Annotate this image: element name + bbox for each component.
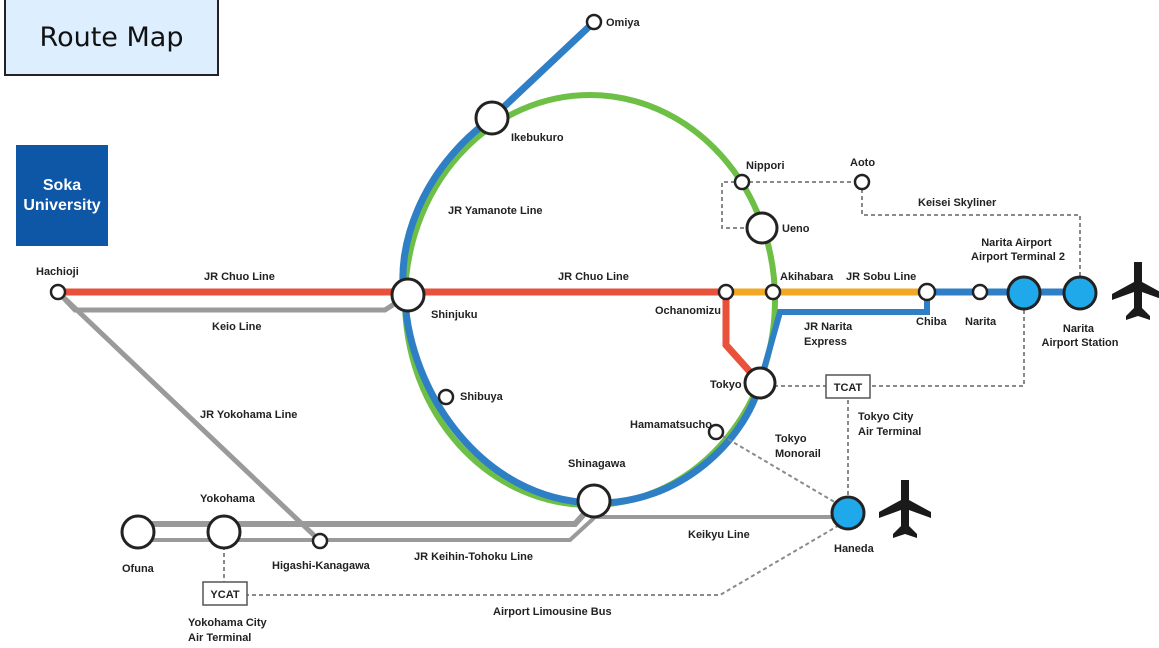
- station-hamamatsucho[interactable]: [707, 423, 725, 441]
- label-jr-narita-express: JR Narita Express: [804, 321, 855, 348]
- label-ycat-name: Yokohama City Air Terminal: [188, 617, 270, 644]
- station-tokyo[interactable]: [743, 366, 777, 400]
- label-jr-chuo-east: JR Chuo Line: [558, 271, 629, 283]
- station-ikebukuro[interactable]: [474, 100, 510, 136]
- ycat-box: [202, 581, 248, 606]
- label-shinjuku: Shinjuku: [431, 309, 477, 321]
- label-narita-station: Narita Airport Station: [1042, 323, 1119, 349]
- label-haneda: Haneda: [834, 543, 875, 555]
- station-higashi-kanagawa[interactable]: [311, 532, 329, 550]
- soka-university-box: Soka University: [16, 145, 108, 246]
- station-ochanomizu[interactable]: [717, 283, 735, 301]
- label-ofuna: Ofuna: [122, 563, 155, 575]
- keihin-tohoku-west-path: [138, 500, 597, 527]
- label-narita-t2-line2: Airport Terminal 2: [971, 251, 1065, 263]
- yamanote-line-loop: [402, 92, 778, 508]
- station-narita-airport[interactable]: [1062, 275, 1098, 311]
- map-title: Route Map: [4, 0, 219, 76]
- station-omiya[interactable]: [585, 13, 603, 31]
- label-narita-t2-line1: Narita Airport: [981, 237, 1052, 249]
- station-narita[interactable]: [971, 283, 989, 301]
- station-haneda[interactable]: [830, 495, 866, 531]
- station-ueno[interactable]: [745, 211, 779, 245]
- station-labels: Omiya Ikebukuro Nippori Aoto Ueno Hachio…: [36, 17, 1119, 575]
- station-ofuna[interactable]: [120, 514, 156, 550]
- label-ueno: Ueno: [782, 223, 810, 235]
- jr-yokohama-line-path: [56, 290, 322, 543]
- ycat-box-label: YCAT: [210, 589, 239, 601]
- label-narita-t2: Narita Airport Airport Terminal 2: [971, 237, 1065, 263]
- label-keio: Keio Line: [212, 321, 262, 333]
- station-shinjuku[interactable]: [390, 277, 426, 313]
- label-hachioji: Hachioji: [36, 266, 79, 278]
- keihin-tohoku-lower-path: [138, 516, 596, 542]
- dashed-connectors: [223, 181, 1081, 596]
- airplane-icon-haneda: [879, 480, 931, 538]
- label-ikebukuro: Ikebukuro: [511, 132, 564, 144]
- label-aoto: Aoto: [850, 157, 875, 169]
- label-yokohama: Yokohama: [200, 493, 256, 505]
- label-higashi-kanagawa: Higashi-Kanagawa: [272, 560, 371, 572]
- label-jr-sobu: JR Sobu Line: [846, 271, 916, 283]
- station-nippori[interactable]: [733, 173, 751, 191]
- stations: [49, 13, 1098, 550]
- label-jr-yamanote: JR Yamanote Line: [448, 205, 543, 217]
- label-airport-limousine: Airport Limousine Bus: [493, 606, 612, 618]
- station-akihabara[interactable]: [764, 283, 782, 301]
- label-tokyo-monorail: Tokyo Monorail: [775, 433, 821, 460]
- label-akihabara: Akihabara: [780, 271, 834, 283]
- tcat-box-label: TCAT: [834, 382, 863, 394]
- label-narita: Narita: [965, 316, 997, 328]
- keihin-tohoku-blue-path: [399, 19, 764, 507]
- label-nippori: Nippori: [746, 160, 785, 172]
- label-tokyo: Tokyo: [710, 379, 742, 391]
- label-jr-keihin-tohoku: JR Keihin-Tohoku Line: [414, 551, 533, 563]
- station-narita-t2[interactable]: [1006, 275, 1042, 311]
- narita-express-path: [757, 292, 930, 384]
- label-shinagawa: Shinagawa: [568, 458, 626, 470]
- station-yokohama[interactable]: [206, 514, 242, 550]
- station-shibuya[interactable]: [437, 388, 455, 406]
- label-ochanomizu: Ochanomizu: [655, 305, 721, 317]
- label-omiya: Omiya: [606, 17, 641, 29]
- tcat-box: [825, 374, 871, 399]
- label-jr-yokohama: JR Yokohama Line: [200, 409, 297, 421]
- label-keisei-skyliner: Keisei Skyliner: [918, 197, 997, 209]
- label-keikyu: Keikyu Line: [688, 529, 750, 541]
- label-tcat-name: Tokyo City Air Terminal: [858, 411, 921, 438]
- label-shibuya: Shibuya: [460, 391, 504, 403]
- line-labels: JR Yamanote Line JR Chuo Line JR Chuo Li…: [188, 197, 997, 644]
- station-chiba[interactable]: [917, 282, 937, 302]
- label-jr-chuo-west: JR Chuo Line: [204, 271, 275, 283]
- station-hachioji[interactable]: [49, 283, 67, 301]
- station-aoto[interactable]: [853, 173, 871, 191]
- airplane-icon-narita: [1112, 262, 1159, 320]
- label-hamamatsucho: Hamamatsucho: [630, 419, 712, 431]
- gray-lines: [56, 290, 848, 543]
- label-chiba: Chiba: [916, 316, 947, 328]
- station-shinagawa[interactable]: [576, 483, 612, 519]
